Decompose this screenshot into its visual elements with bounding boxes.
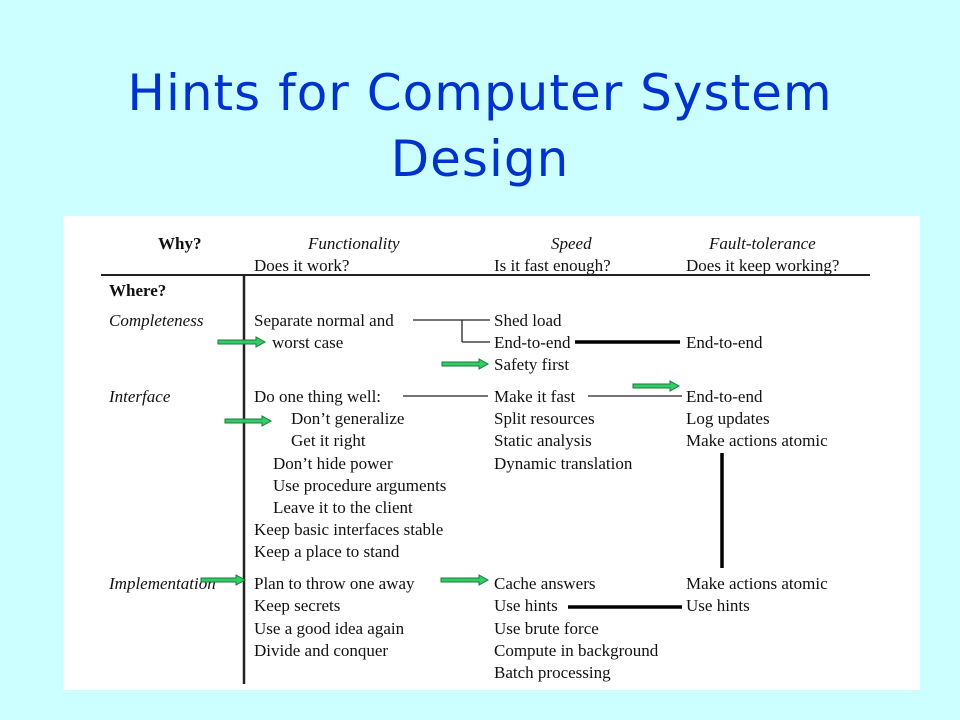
functionality-item: Keep a place to stand <box>254 542 400 561</box>
functionality-item: Divide and conquer <box>254 641 389 660</box>
fault-tolerance-item: Log updates <box>686 409 770 428</box>
row-label-completeness: Completeness <box>109 311 204 330</box>
functionality-item: Keep secrets <box>254 596 341 615</box>
speed-item: Use brute force <box>494 619 599 638</box>
row-label-interface: Interface <box>109 387 171 406</box>
header-speed: Speed <box>551 234 592 253</box>
arrow-icon <box>440 574 490 586</box>
functionality-item: Do one thing well: <box>254 387 382 406</box>
fault-tolerance-item: End-to-end <box>686 387 763 406</box>
header-functionality: Functionality <box>308 234 400 253</box>
functionality-item: Keep basic interfaces stable <box>254 520 444 539</box>
speed-item: Compute in background <box>494 641 659 660</box>
speed-item: Make it fast <box>494 387 576 406</box>
header-fault-tolerance: Fault-tolerance <box>709 234 816 253</box>
speed-item: Safety first <box>494 355 570 374</box>
arrow-icon <box>217 336 267 348</box>
speed-item: Split resources <box>494 409 595 428</box>
speed-item: Cache answers <box>494 574 596 593</box>
header-speed-question: Is it fast enough? <box>494 256 611 275</box>
arrow-icon <box>441 358 490 370</box>
header-why: Why? <box>158 234 202 253</box>
speed-item: Dynamic translation <box>494 454 633 473</box>
header-where: Where? <box>109 281 167 300</box>
fault-tolerance-item: End-to-end <box>686 333 763 352</box>
arrow-icon <box>224 415 273 427</box>
functionality-item: Don’t hide power <box>273 454 393 473</box>
fault-tolerance-item: Make actions atomic <box>686 574 828 593</box>
hints-table-panel <box>63 216 920 690</box>
header-fault-tolerance-question: Does it keep working? <box>686 256 840 275</box>
functionality-item: Use a good idea again <box>254 619 405 638</box>
arrow-icon <box>632 380 681 392</box>
title-line-2: Design <box>390 130 570 188</box>
row-label-implementation: Implementation <box>109 574 216 593</box>
functionality-item: Plan to throw one away <box>254 574 415 593</box>
fault-tolerance-item: Make actions atomic <box>686 431 828 450</box>
functionality-item: Separate normal and <box>254 311 394 330</box>
functionality-item: Don’t generalize <box>291 409 405 428</box>
functionality-item: Use procedure arguments <box>273 476 447 495</box>
speed-item: Use hints <box>494 596 558 615</box>
page-title: Hints for Computer System Design <box>0 60 960 192</box>
header-functionality-question: Does it work? <box>254 256 350 275</box>
speed-item: Batch processing <box>494 663 611 682</box>
functionality-item: Leave it to the client <box>273 498 413 517</box>
fault-tolerance-item: Use hints <box>686 596 750 615</box>
functionality-item: Get it right <box>291 431 366 450</box>
speed-item: End-to-end <box>494 333 571 352</box>
title-line-1: Hints for Computer System <box>127 64 833 122</box>
speed-item: Shed load <box>494 311 562 330</box>
arrow-icon <box>200 574 247 586</box>
functionality-item: worst case <box>272 333 344 352</box>
speed-item: Static analysis <box>494 431 592 450</box>
